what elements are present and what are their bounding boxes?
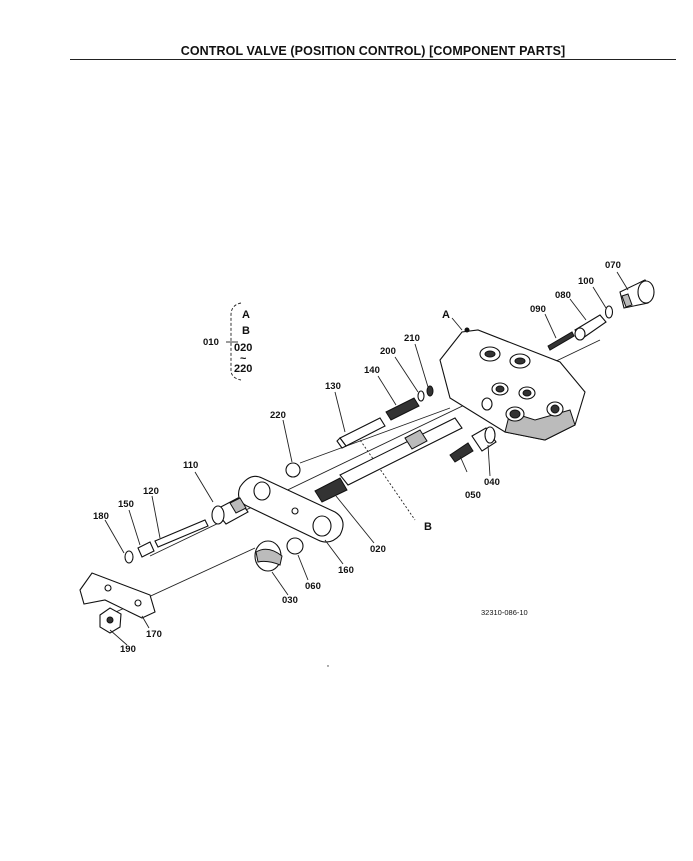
part-140-spring [385,397,420,421]
leader-lines [104,271,629,646]
label-110: 110 [183,460,198,471]
label-170-visible: 170 [146,629,162,640]
label-160: 160 [338,565,354,576]
valve-body [439,327,586,441]
part-160-plate [238,475,344,543]
part-110-valve [211,497,249,525]
group-line-a: A [242,309,250,321]
part-070-plug [619,279,655,309]
part-190-nut [99,607,122,634]
group-line-tilde: ~ [240,353,247,365]
group-line-020: 020 [234,342,252,354]
label-130: 130 [325,381,341,392]
label-210: 210 [404,333,420,344]
ref-line-b [357,436,416,521]
part-220-o-ring [285,462,301,478]
part-210-ring [426,385,434,397]
label-180: 180 [93,511,109,522]
part-180-washer [124,550,134,564]
part-090-spring [547,331,575,351]
stray-dot [327,665,329,667]
label-030: 030 [282,595,298,606]
part-120-pin [154,519,209,548]
label-050: 050 [465,490,481,501]
part-100-o-ring [604,305,614,319]
label-070: 070 [605,260,621,271]
part-050-spring [449,442,474,463]
label-060: 060 [305,581,321,592]
part-130-plunger [336,417,386,449]
label-220: 220 [270,410,286,421]
diagram-title: CONTROL VALVE (POSITION CONTROL) [COMPON… [180,44,566,58]
label-010: 010 [203,337,219,348]
label-020: 020 [370,544,386,555]
label-120: 120 [143,486,159,497]
label-140: 140 [364,365,380,376]
label-080: 080 [555,290,571,301]
label-190: 190 [120,644,136,655]
ref-line-a [451,317,463,331]
label-100: 100 [578,276,594,287]
group-line-220: 220 [234,363,252,375]
label-150: 150 [118,499,134,510]
part-020-spool [314,417,463,503]
part-040-sleeve [471,426,497,452]
part-030-cap [254,540,283,572]
part-170-bracket [79,572,156,619]
group-bracket: A B 020 ~ 220 010 [203,302,252,381]
part-060-o-ring [286,537,304,555]
part-150-nut [137,541,155,558]
title-underline [70,59,676,60]
label-090: 090 [530,304,546,315]
figure-code: 32310-086-10 [481,608,528,617]
ref-letter-a: A [442,309,450,321]
label-040: 040 [484,477,500,488]
part-200-ring [417,390,425,402]
part-080-poppet [574,314,607,341]
label-200: 200 [380,346,396,357]
part-labels: 070 100 080 090 210 200 140 130 220 110 … [93,260,621,655]
group-line-b: B [242,325,250,337]
axis-line-upper [299,407,451,464]
ref-letter-b: B [424,521,432,533]
